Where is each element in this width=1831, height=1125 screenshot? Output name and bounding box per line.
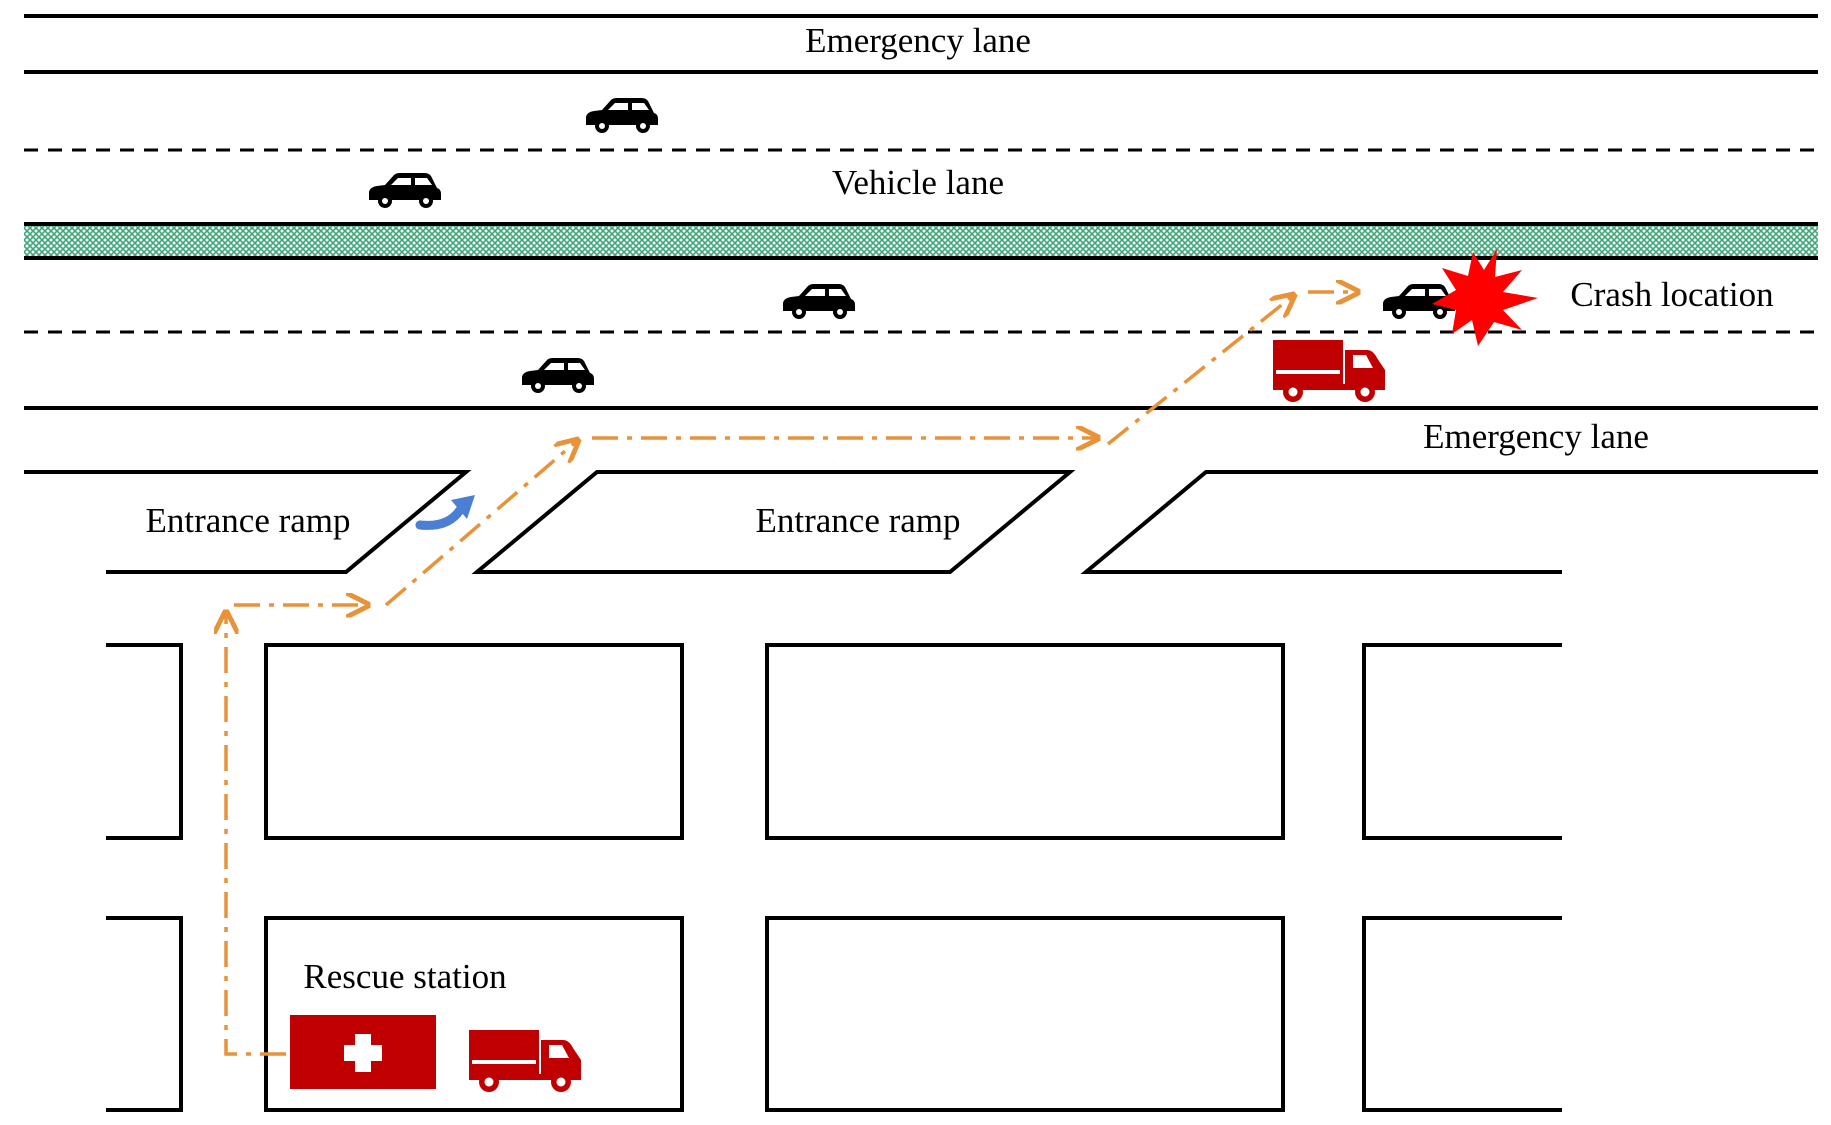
entrance-ramp-middle-label: Entrance ramp [755, 501, 960, 540]
route-segment-1 [226, 612, 286, 1056]
city-block-1b [106, 916, 183, 1112]
car-icon [783, 284, 855, 319]
entrance-ramp-left-label: Entrance ramp [145, 501, 350, 540]
truck-icon [1273, 340, 1385, 402]
city-block-1a [106, 643, 183, 840]
city-block-4a [1362, 643, 1562, 840]
vehicle-lane-label: Vehicle lane [832, 163, 1004, 202]
first-aid-cross-icon [290, 1015, 436, 1089]
entrance-ramp-left [24, 470, 472, 574]
city-block-4b [1362, 916, 1562, 1112]
crash-location-label: Crash location [1570, 275, 1773, 314]
rescue-route [226, 292, 1358, 1056]
city-block-3a [765, 643, 1285, 840]
city-block-2a [264, 643, 684, 840]
truck-icon [469, 1030, 581, 1092]
ramps [24, 470, 1818, 574]
rescue-station-label: Rescue station [303, 957, 506, 996]
entrance-ramp-middle [471, 470, 1076, 574]
rescue-station-block [264, 916, 684, 1112]
route-segment-3 [384, 440, 578, 607]
car-icon [369, 173, 441, 208]
emergency-lane-top-label: Emergency lane [805, 21, 1031, 60]
highway [24, 14, 1818, 410]
median-strip [24, 226, 1818, 256]
car-icon [586, 98, 658, 133]
curved-arrow-icon [415, 495, 475, 530]
route-segment-5 [1106, 295, 1294, 446]
city-blocks [106, 643, 1562, 1112]
explosion-icon [1432, 249, 1538, 346]
emergency-lane-bottom-label: Emergency lane [1423, 417, 1649, 456]
city-block-3b [765, 916, 1285, 1112]
entrance-ramp-right [1080, 470, 1818, 574]
car-icon [522, 358, 594, 393]
